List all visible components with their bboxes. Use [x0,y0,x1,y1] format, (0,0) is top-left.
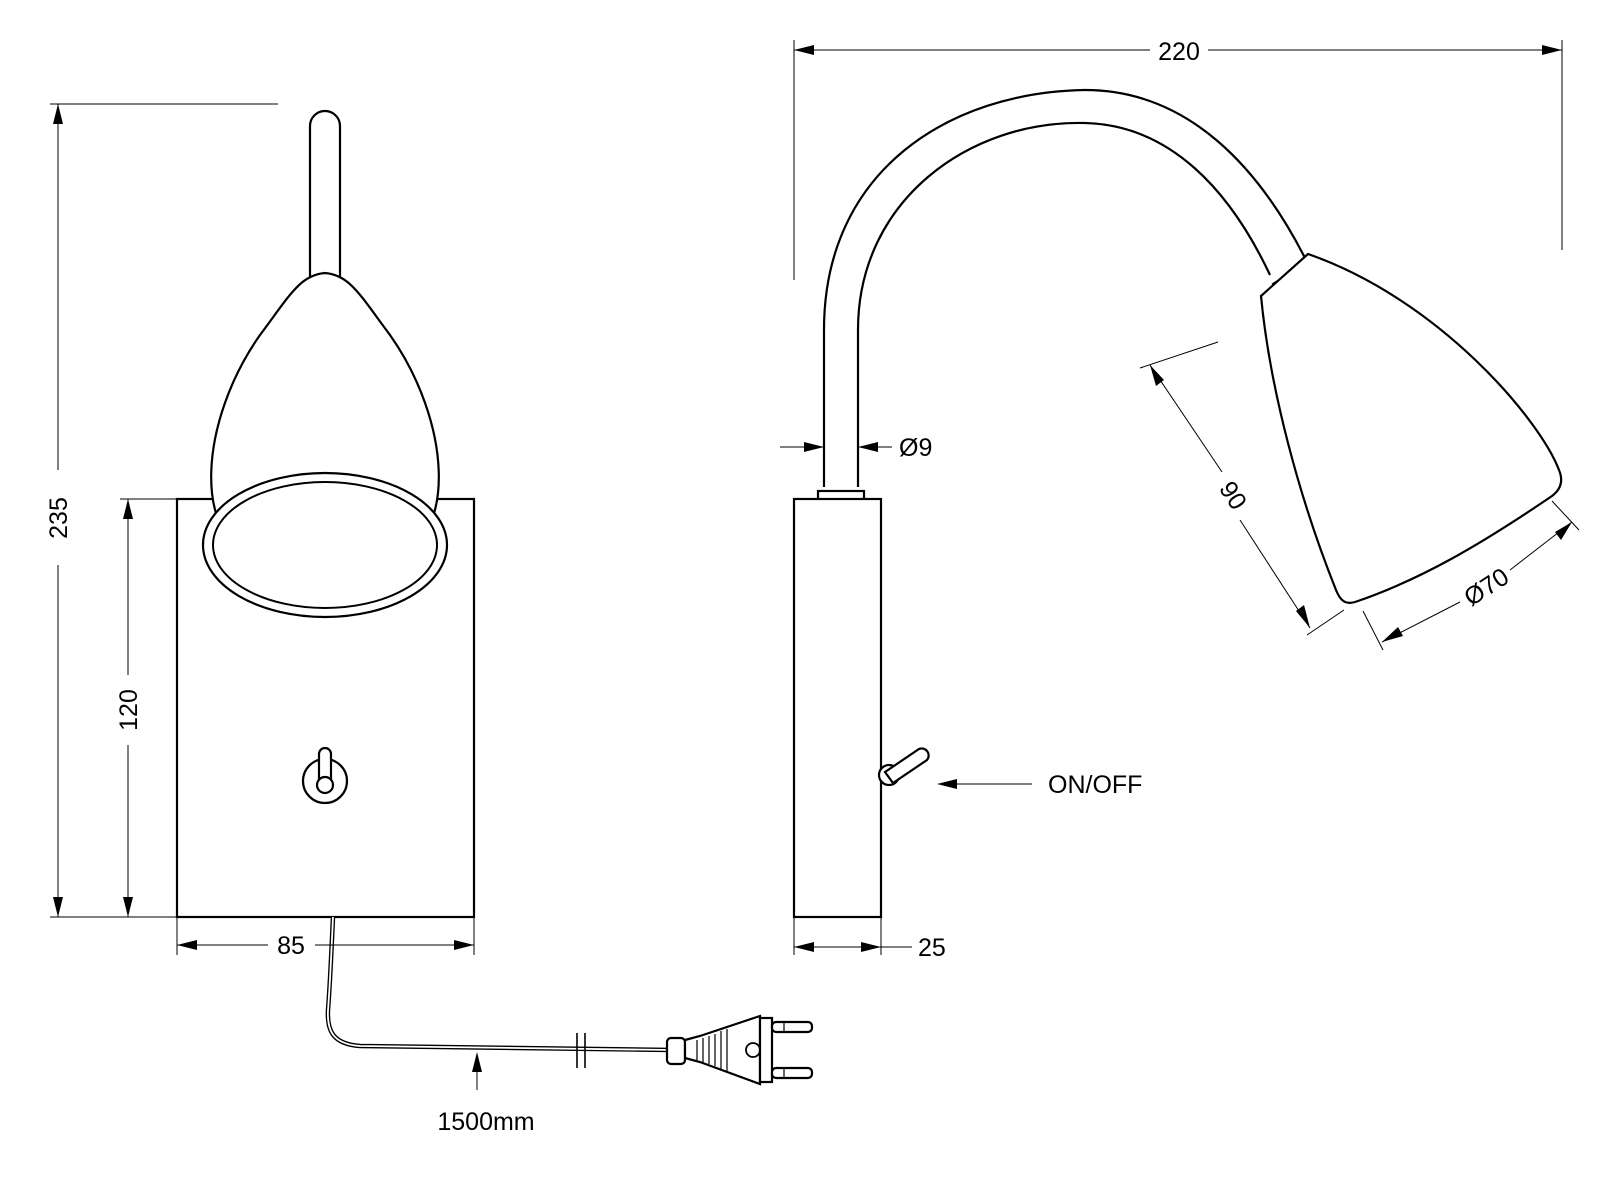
dim-cable-length: 1500mm [437,1108,534,1136]
euro-plug [665,1014,814,1086]
front-shade-rim-inner [212,481,438,609]
side-back-plate [792,497,883,919]
front-view [175,109,814,1086]
side-gooseneck-outer [822,88,1306,487]
dim-plate-height: 120 [115,689,143,731]
side-dimensions [780,40,1580,955]
side-switch-lever [883,747,930,785]
dim-total-height: 235 [45,497,73,539]
dim-shade-length: 90 [1213,476,1252,515]
dim-plate-width: 85 [277,932,305,960]
front-cable [325,916,673,1053]
front-switch-lever [317,746,333,787]
dim-arm-diameter: Ø9 [899,434,932,462]
side-gooseneck-inner [856,121,1271,487]
front-switch-pivot [315,775,335,795]
switch-label: ON/OFF [1048,771,1142,799]
front-cable-core [327,916,673,1051]
dim-shade-diameter: Ø70 [1459,563,1514,612]
front-arm [308,109,342,282]
dim-reach: 220 [1158,38,1200,66]
front-shade-rim-outer [201,471,449,619]
dim-depth: 25 [918,934,946,962]
front-dimensions [50,103,482,1090]
side-view [792,88,1563,919]
side-shade [1259,252,1563,604]
